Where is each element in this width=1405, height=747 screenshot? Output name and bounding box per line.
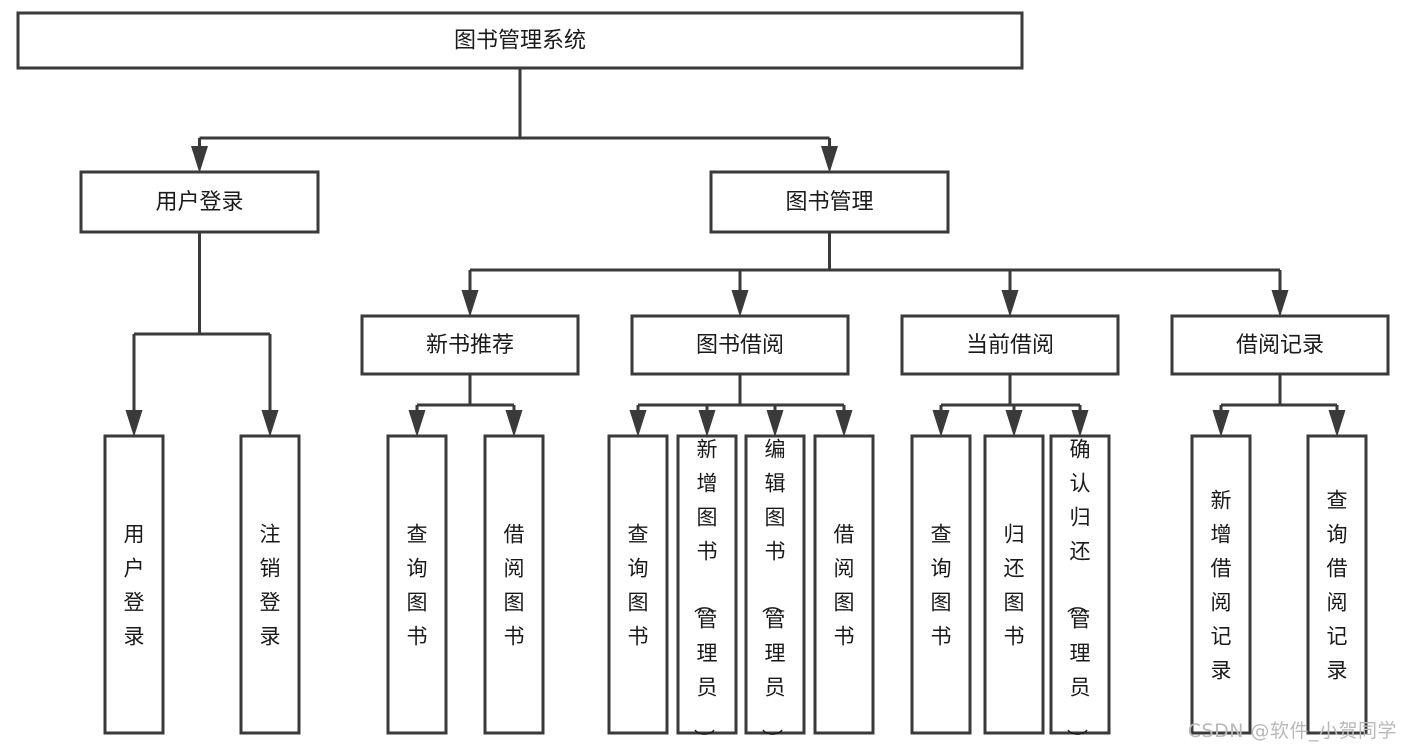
node-label-leaf-edit-book: 编辑图书（管理员） [760,438,786,747]
node-label-book-borrow: 图书借阅 [696,333,784,358]
node-leaf-query-book-1[interactable]: 查询图书 [386,434,448,735]
node-box-current-borrow [900,314,1120,376]
node-leaf-borrow-book-1[interactable]: 借阅图书 [483,434,545,735]
node-label-leaf-add-book: 新增图书（管理员） [692,438,718,747]
node-leaf-query-book-3[interactable]: 查询图书 [910,434,972,735]
node-leaf-return-book[interactable]: 归还图书 [983,434,1045,735]
node-leaf-borrow-book-2[interactable]: 借阅图书 [813,434,875,735]
node-leaf-query-book-2[interactable]: 查询图书 [607,434,669,735]
nodes-layer: 图书管理系统用户登录图书管理新书推荐图书借阅当前借阅借阅记录用户登录注销登录查询… [16,11,1390,747]
node-box-root [16,11,1024,70]
node-leaf-edit-book[interactable]: 编辑图书（管理员） [744,434,806,747]
node-label-leaf-borrow-book-1: 借阅图书 [504,523,525,649]
node-borrow-record[interactable]: 借阅记录 [1170,314,1390,376]
node-box-leaf-query-book-1 [386,434,448,735]
node-label-leaf-query-book-3: 查询图书 [931,523,952,649]
node-label-user-login: 用户登录 [155,190,243,215]
node-box-book-borrow [630,314,850,376]
node-label-leaf-query-book-1: 查询图书 [407,523,428,649]
node-label-new-book-rec: 新书推荐 [426,333,514,358]
edges-layer [125,68,1346,437]
node-label-leaf-confirm-return: 确认归还（管理员） [1065,438,1091,747]
node-box-leaf-add-book [676,434,738,735]
node-root[interactable]: 图书管理系统 [16,11,1024,70]
node-label-leaf-add-record: 新增借阅记录 [1211,489,1232,683]
node-label-current-borrow: 当前借阅 [966,333,1054,358]
node-leaf-user-login[interactable]: 用户登录 [103,434,165,735]
node-box-user-login [79,170,320,234]
node-box-leaf-return-book [983,434,1045,735]
node-box-leaf-edit-book [744,434,806,735]
node-box-leaf-add-record [1190,434,1252,735]
node-box-leaf-borrow-book-2 [813,434,875,735]
node-leaf-add-book[interactable]: 新增图书（管理员） [676,434,738,747]
node-label-leaf-query-record: 查询借阅记录 [1327,489,1348,683]
node-label-borrow-record: 借阅记录 [1236,333,1324,358]
node-label-leaf-logout: 注销登录 [260,523,281,649]
node-leaf-add-record[interactable]: 新增借阅记录 [1190,434,1252,735]
node-label-book-manage: 图书管理 [785,190,873,215]
node-box-leaf-query-record [1306,434,1368,735]
node-box-leaf-logout [239,434,301,735]
node-book-manage[interactable]: 图书管理 [709,170,950,234]
node-book-borrow[interactable]: 图书借阅 [630,314,850,376]
node-box-new-book-rec [360,314,580,376]
node-leaf-logout[interactable]: 注销登录 [239,434,301,735]
node-box-book-manage [709,170,950,234]
node-box-leaf-borrow-book-1 [483,434,545,735]
node-label-leaf-borrow-book-2: 借阅图书 [834,523,855,649]
node-user-login[interactable]: 用户登录 [79,170,320,234]
node-label-leaf-user-login: 用户登录 [124,523,145,649]
node-box-borrow-record [1170,314,1390,376]
node-box-leaf-query-book-3 [910,434,972,735]
node-label-root: 图书管理系统 [454,29,586,54]
node-box-leaf-query-book-2 [607,434,669,735]
node-current-borrow[interactable]: 当前借阅 [900,314,1120,376]
node-leaf-query-record[interactable]: 查询借阅记录 [1306,434,1368,735]
node-label-leaf-return-book: 归还图书 [1004,523,1025,649]
node-leaf-confirm-return[interactable]: 确认归还（管理员） [1049,434,1111,747]
node-label-leaf-query-book-2: 查询图书 [628,523,649,649]
node-box-leaf-confirm-return [1049,434,1111,735]
node-new-book-rec[interactable]: 新书推荐 [360,314,580,376]
node-box-leaf-user-login [103,434,165,735]
